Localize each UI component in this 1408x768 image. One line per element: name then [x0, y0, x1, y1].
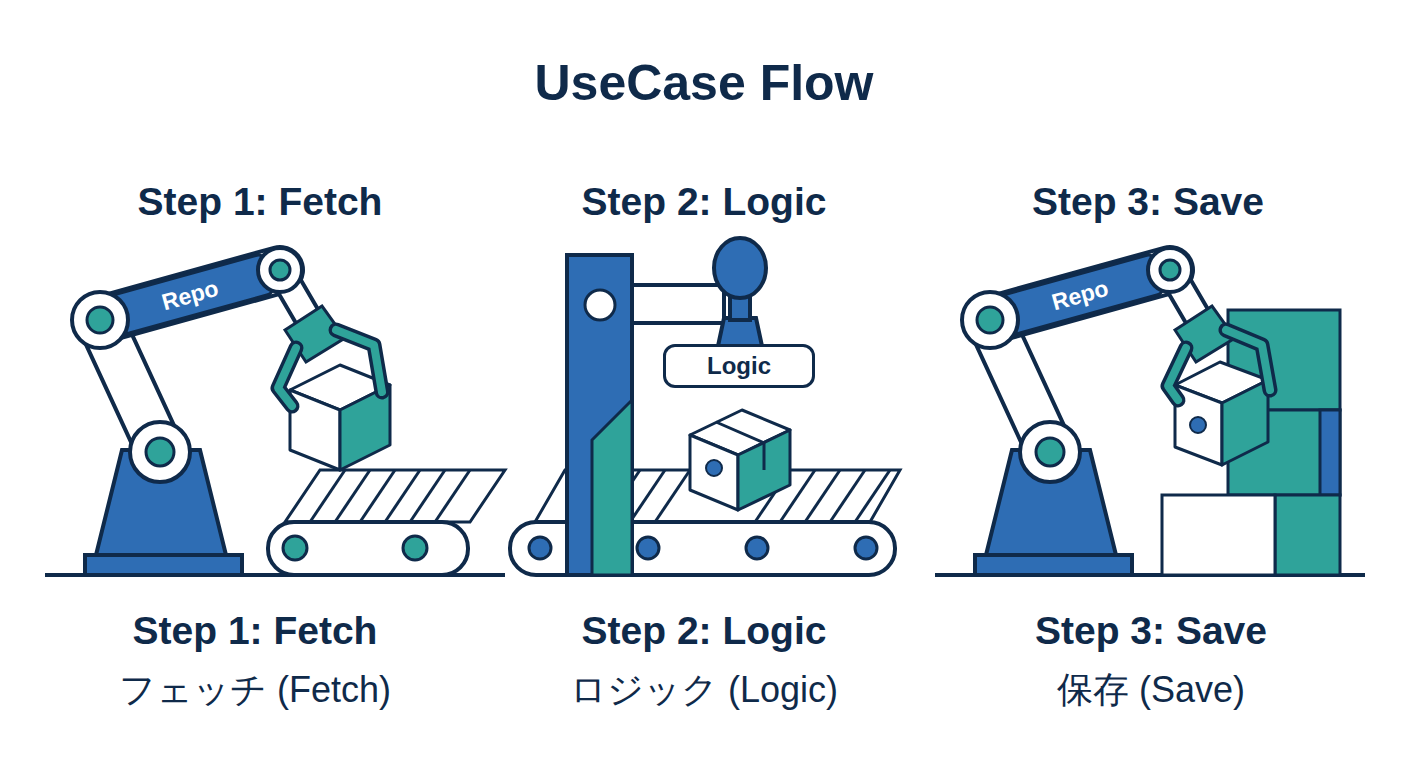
step-subtitle: 保存 (Save) [891, 666, 1408, 715]
step-caption: Step 2: Logic [444, 609, 964, 653]
stacked-box-edge [1320, 410, 1340, 495]
press-column [567, 255, 632, 575]
gripper-finger-outline [1168, 348, 1186, 400]
box-front [690, 435, 738, 510]
conveyor-roller [746, 537, 768, 559]
elbow-joint [258, 248, 302, 292]
belt-stripe [655, 470, 690, 522]
shoulder-joint-core [87, 307, 113, 333]
conveyor-belt [285, 470, 505, 522]
arm-label-band: Repo [994, 252, 1166, 339]
conveyor-roller [637, 537, 659, 559]
elbow-joint-core [270, 260, 290, 280]
node-text: Repo [159, 274, 222, 315]
gripper-finger [278, 348, 296, 406]
stacked-box [1275, 495, 1340, 575]
elbow-joint [1148, 248, 1192, 292]
step-subtitle: フェッチ (Fetch) [0, 666, 515, 715]
stacked-box [1162, 495, 1275, 575]
step-subtitle: ロジック (Logic) [444, 666, 964, 715]
conveyor-roller [529, 537, 551, 559]
box-dot [706, 460, 722, 476]
press-brace [592, 400, 632, 575]
belt-stripe [435, 470, 470, 522]
gripper-finger [1168, 348, 1186, 400]
diagram-title: UseCase Flow [304, 54, 1104, 112]
step-caption: Step 1: Fetch [0, 609, 515, 653]
elbow-joint-core [1160, 260, 1180, 280]
shoulder-joint-core [977, 307, 1003, 333]
box-tape [716, 422, 764, 470]
press-arm [632, 285, 724, 323]
node-text: Repo [1049, 274, 1112, 315]
conveyor-base [268, 522, 468, 575]
step-heading: Step 1: Fetch [0, 180, 520, 224]
gripper-finger-outline [278, 348, 296, 406]
stamp-plate: Logic [663, 344, 815, 388]
conveyor-roller [283, 536, 307, 560]
node-text: Logic [707, 352, 771, 380]
box-dot [1190, 417, 1206, 433]
stamp-handle [714, 238, 766, 298]
shoulder-joint [962, 292, 1018, 348]
shoulder-joint [72, 292, 128, 348]
step-heading: Step 3: Save [888, 180, 1408, 224]
conveyor-roller [403, 536, 427, 560]
box-side [1222, 380, 1268, 465]
gripper-finger-outline [1226, 330, 1270, 390]
arm-label-band: Repo [104, 252, 276, 339]
gripper-finger [336, 330, 382, 392]
step-caption: Step 3: Save [891, 609, 1408, 653]
gripper-finger-outline [336, 330, 382, 392]
gripper-finger [1226, 330, 1270, 390]
conveyor-roller [855, 537, 877, 559]
stamp-base [718, 318, 762, 346]
belt-stripes [310, 470, 470, 522]
step-heading: Step 2: Logic [444, 180, 964, 224]
press-bolt [585, 290, 615, 320]
belt-stripe [855, 470, 890, 522]
